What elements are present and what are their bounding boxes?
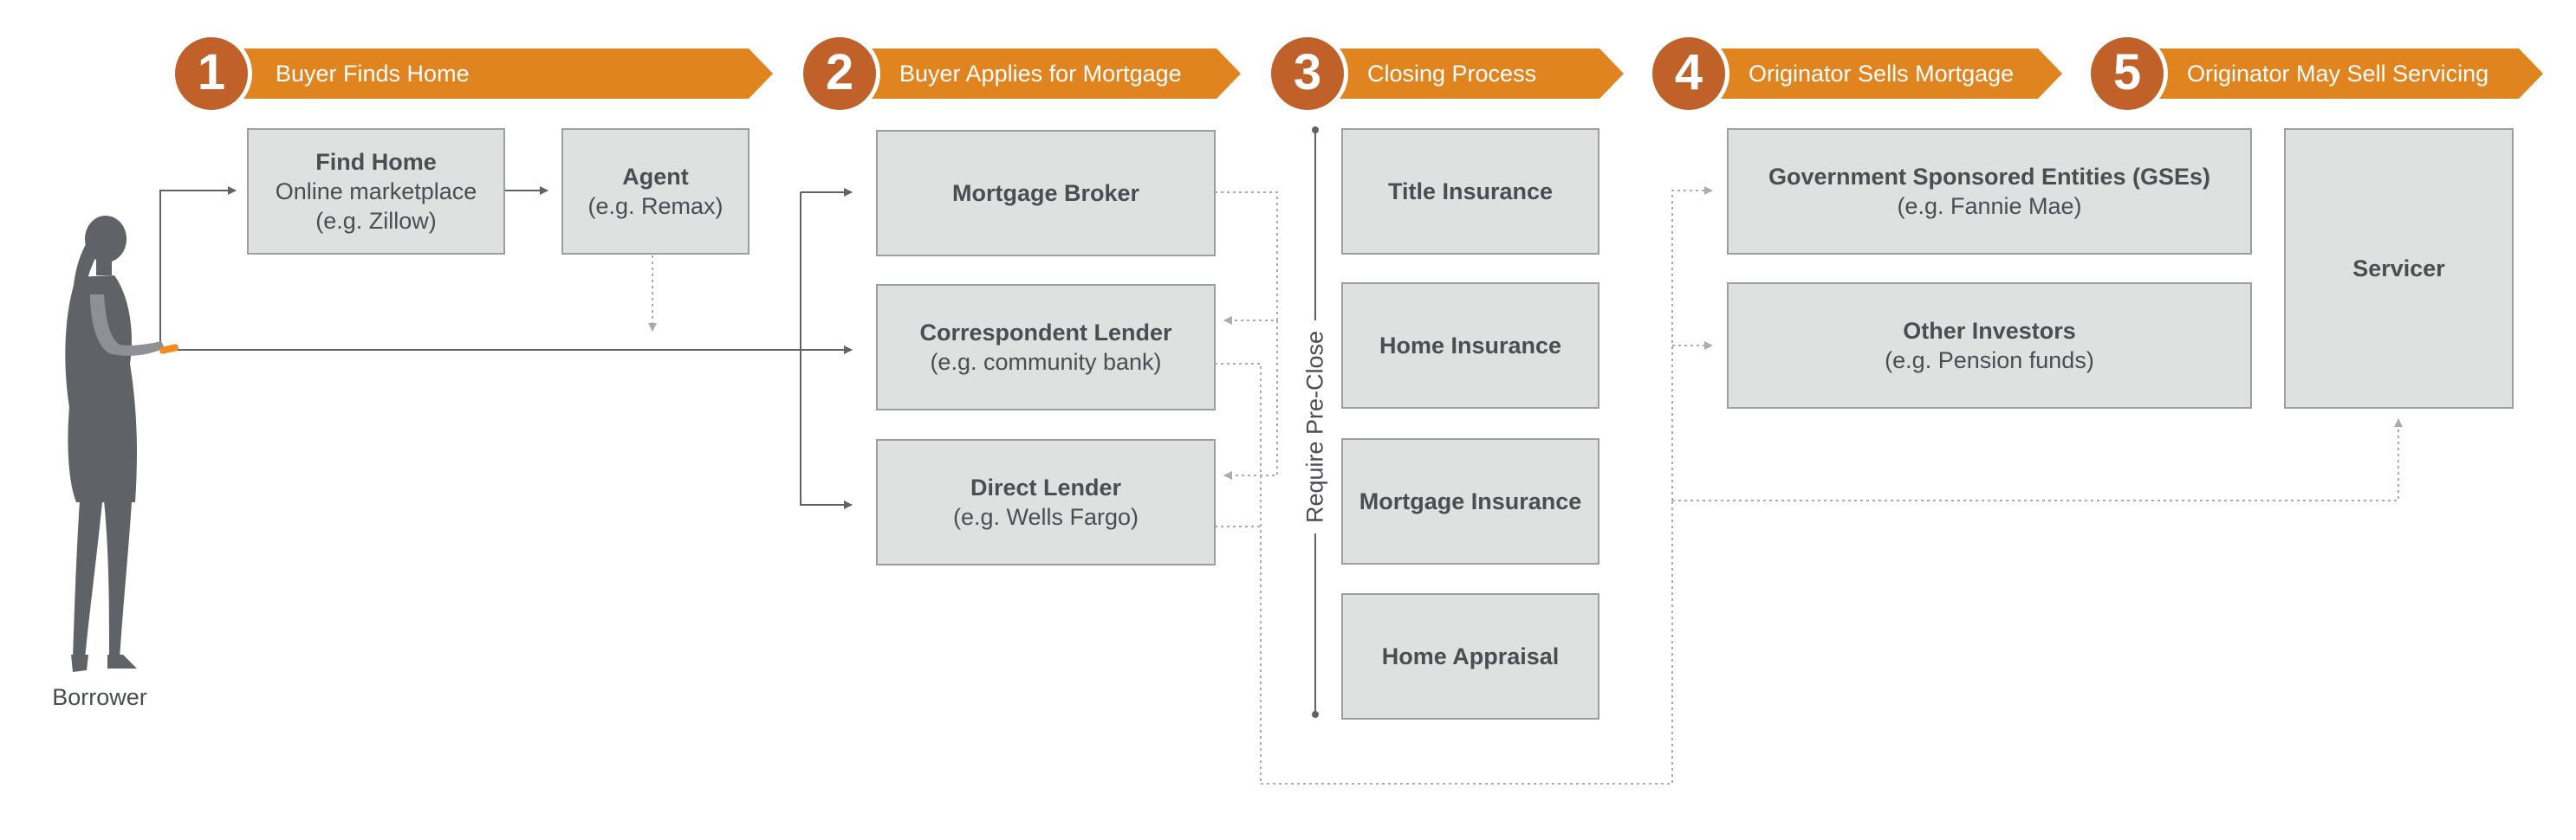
mortgage-broker-title: Mortgage Broker xyxy=(951,180,1140,206)
find-home-box: Find Home Online marketplace (e.g. Zillo… xyxy=(247,128,505,255)
step-4-number: 4 xyxy=(1648,33,1729,114)
line-correspondent-out xyxy=(1215,363,1262,784)
direct-lender-title: Direct Lender xyxy=(970,475,1122,501)
borrower-label: Borrower xyxy=(52,684,147,710)
step-2-label: Buyer Applies for Mortgage xyxy=(899,61,1182,87)
arrow-to-gses xyxy=(1671,186,1713,501)
step-5-banner: Originator May Sell Servicing xyxy=(2133,48,2543,99)
borrower-arm xyxy=(90,294,165,356)
step-2-banner: Buyer Applies for Mortgage xyxy=(846,48,1241,99)
agent-box: Agent (e.g. Remax) xyxy=(561,128,749,255)
correspondent-lender-title: Correspondent Lender xyxy=(919,320,1172,346)
mortgage-insurance-title: Mortgage Insurance xyxy=(1359,488,1582,514)
require-preclose-label: Require Pre-Close xyxy=(1301,320,1329,534)
agent-sub: (e.g. Remax) xyxy=(587,193,723,219)
mortgage-broker-box: Mortgage Broker xyxy=(876,130,1216,256)
title-insurance-title: Title Insurance xyxy=(1387,178,1554,204)
home-insurance-title: Home Insurance xyxy=(1379,333,1562,359)
arrow-borrower-to-find-home xyxy=(159,186,237,350)
step-3-number: 3 xyxy=(1267,33,1348,114)
find-home-sub1: Online marketplace xyxy=(275,178,477,204)
phone-icon xyxy=(159,344,179,354)
borrower-silhouette xyxy=(65,216,137,672)
home-insurance-box: Home Insurance xyxy=(1341,282,1599,409)
arrow-broker-to-correspondent xyxy=(1215,191,1278,325)
step-3-banner: Closing Process xyxy=(1314,48,1624,99)
other-investors-title: Other Investors xyxy=(1903,318,2076,344)
home-appraisal-title: Home Appraisal xyxy=(1381,643,1560,669)
servicer-box: Servicer xyxy=(2284,128,2514,409)
step-2-number: 2 xyxy=(799,33,880,114)
line-to-step4 xyxy=(1261,501,1673,785)
step-1-label: Buyer Finds Home xyxy=(276,61,470,87)
arrow-broker-to-direct xyxy=(1223,320,1278,480)
find-home-sub2: (e.g. Zillow) xyxy=(315,208,437,234)
step-1-number: 1 xyxy=(171,33,252,114)
home-appraisal-box: Home Appraisal xyxy=(1341,593,1599,720)
agent-title: Agent xyxy=(622,164,689,190)
gses-box: Government Sponsored Entities (GSEs) (e.… xyxy=(1727,128,2252,255)
step-3-label: Closing Process xyxy=(1367,61,1537,87)
servicer-title: Servicer xyxy=(2352,255,2445,281)
bracket-top-dot xyxy=(1312,126,1319,133)
direct-lender-sub: (e.g. Wells Fargo) xyxy=(952,504,1139,530)
correspondent-lender-box: Correspondent Lender (e.g. community ban… xyxy=(876,284,1216,410)
title-insurance-box: Title Insurance xyxy=(1341,128,1599,255)
other-investors-box: Other Investors (e.g. Pension funds) xyxy=(1727,282,2252,409)
direct-lender-box: Direct Lender (e.g. Wells Fargo) xyxy=(876,439,1216,565)
other-investors-sub: (e.g. Pension funds) xyxy=(1885,347,2094,373)
mortgage-insurance-box: Mortgage Insurance xyxy=(1341,438,1599,565)
gses-sub: (e.g. Fannie Mae) xyxy=(1897,193,2082,219)
step-4-label: Originator Sells Mortgage xyxy=(1749,61,2015,87)
find-home-title: Find Home xyxy=(315,149,437,175)
step-5-label: Originator May Sell Servicing xyxy=(2187,61,2489,87)
bracket-bottom-dot xyxy=(1312,711,1319,718)
step-1-banner: Buyer Finds Home xyxy=(217,48,773,99)
step-5-number: 5 xyxy=(2086,33,2168,114)
gses-title: Government Sponsored Entities (GSEs) xyxy=(1768,164,2211,190)
correspondent-lender-sub: (e.g. community bank) xyxy=(930,349,1162,375)
arrow-to-direct-lender xyxy=(800,192,853,509)
arrow-to-servicer xyxy=(1672,418,2403,501)
step-4-banner: Originator Sells Mortgage xyxy=(1695,48,2062,99)
